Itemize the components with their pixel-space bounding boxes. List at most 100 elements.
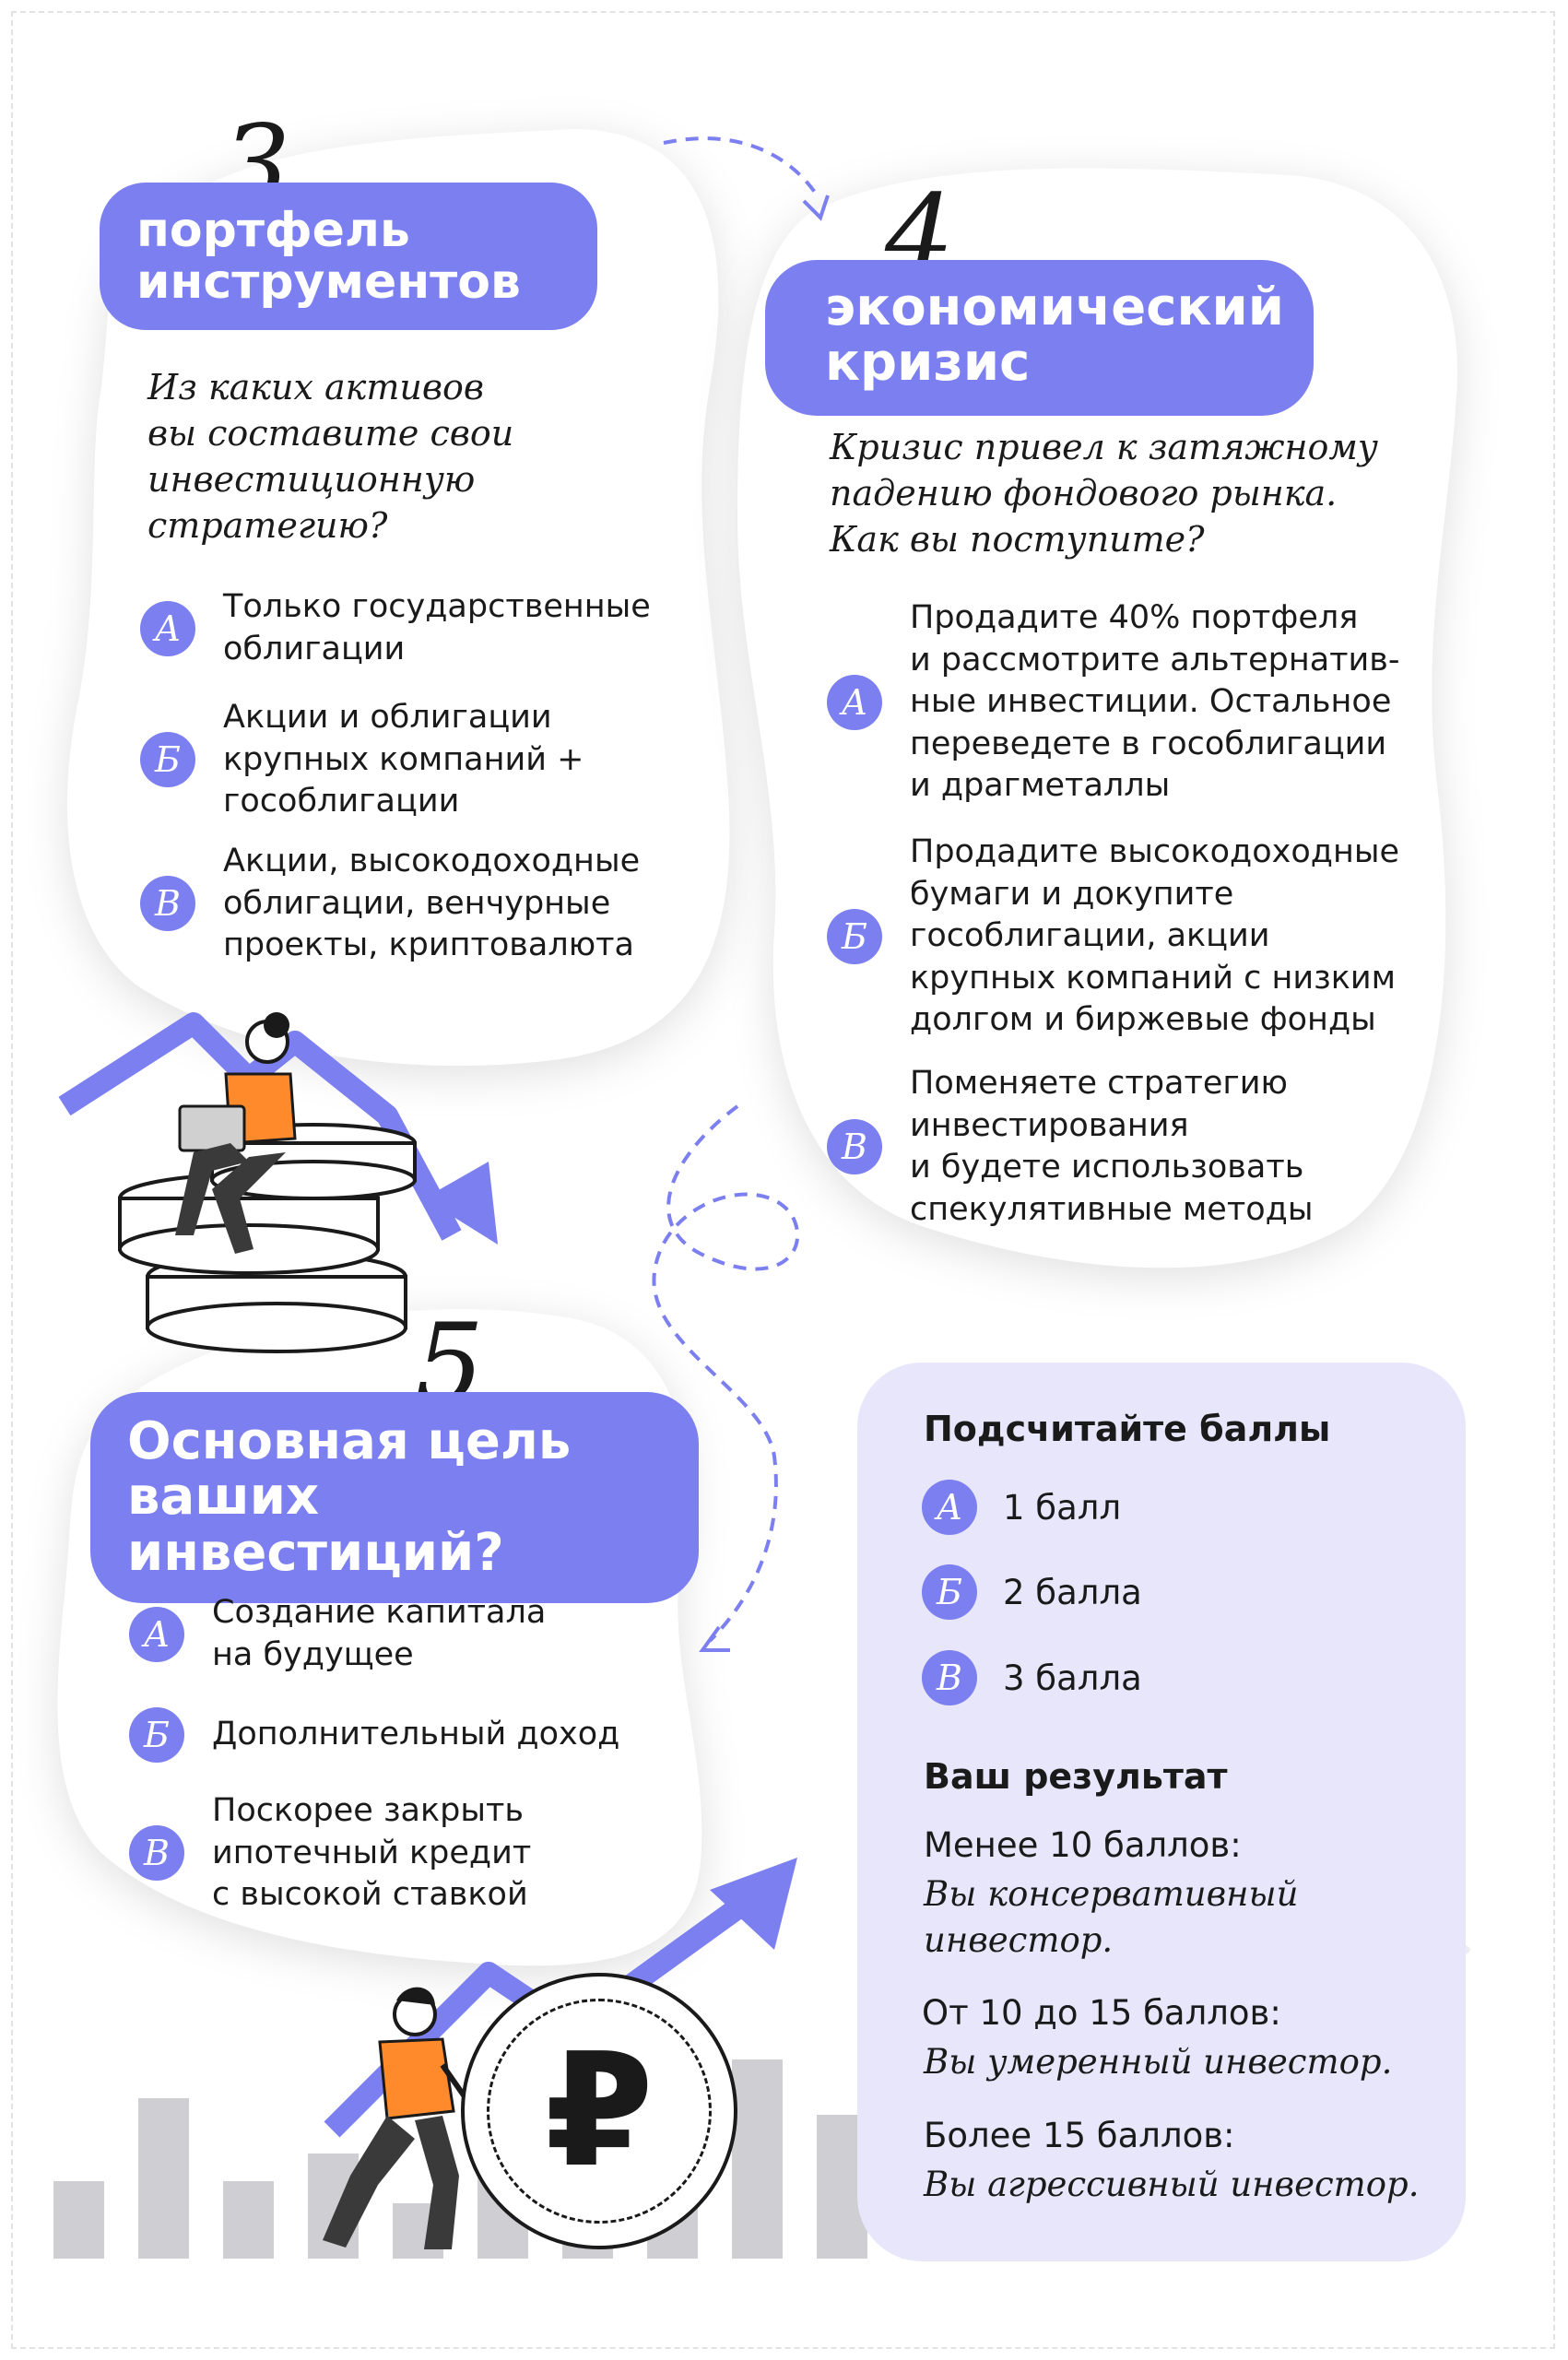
option-badge: В: [922, 1650, 977, 1705]
option-badge: Б: [827, 908, 882, 964]
step3-question-line: стратегию?: [147, 505, 388, 547]
step3-question-line: Из каких активов: [147, 367, 484, 407]
dashed-frame: [11, 11, 1555, 2349]
step3-option-c[interactable]: В Акции, высокодоходные облигации, венчу…: [140, 841, 640, 967]
step3-question: Из каких активов вы составите свои инвес…: [147, 364, 513, 549]
option-line: облигации: [223, 630, 406, 667]
result-note-line: Вы агрессивный инвестор.: [924, 2165, 1420, 2204]
option-line: Создание капитала: [212, 1594, 547, 1631]
woman-illustration: [175, 1012, 297, 1254]
result-range-1: Менее 10 баллов:: [924, 1825, 1242, 1865]
option-line: Поскорее закрыть: [212, 1792, 525, 1829]
option-line: Поменяете стратегию: [910, 1065, 1289, 1102]
ruble-sign: ₽: [544, 2020, 654, 2202]
step3-title-line2: инструментов: [136, 254, 521, 311]
option-line: Акции и облигации: [223, 699, 552, 736]
option-text: Продадите высокодоходные бумаги и докупи…: [910, 832, 1399, 1042]
option-line: гособлигации, акции: [910, 917, 1270, 954]
option-line: и драгметаллы: [910, 767, 1171, 804]
option-text: Дополнительный доход: [212, 1714, 619, 1756]
connector-4-5: [652, 1104, 799, 1643]
option-badge: А: [922, 1480, 977, 1535]
option-text: Только государственные облигации: [223, 586, 651, 670]
score-point-c: В 3 балла: [922, 1650, 1142, 1705]
result-note-line: Вы умеренный инвестор.: [924, 2042, 1393, 2082]
option-text: Акции, высокодоходные облигации, венчурн…: [223, 841, 640, 967]
option-line: Дополнительный доход: [212, 1716, 620, 1753]
step4-option-a[interactable]: А Продадите 40% портфеля и рассмотрите а…: [827, 597, 1400, 808]
option-line: крупных компаний с низким: [910, 959, 1396, 997]
connector-3-4: [663, 136, 818, 195]
step5-title: Основная цель ваших инвестиций?: [90, 1392, 699, 1604]
option-line: с высокой ставкой: [212, 1876, 528, 1913]
score-point-b: Б 2 балла: [922, 1564, 1142, 1620]
step4-title-line2: кризис: [825, 333, 1031, 394]
score-point-text: 1 балл: [1003, 1487, 1122, 1528]
ruble-coin-icon: ₽: [461, 1973, 737, 2249]
step3-option-b[interactable]: Б Акции и облигации крупных компаний + г…: [140, 697, 584, 823]
option-line: гособлигации: [223, 783, 460, 820]
step5-option-b[interactable]: Б Дополнительный доход: [129, 1707, 619, 1763]
option-text: Акции и облигации крупных компаний + гос…: [223, 697, 584, 823]
result-note-line: инвестор.: [924, 1919, 1114, 1960]
result-note-line: Вы консервативный: [924, 1874, 1299, 1914]
step5-option-a[interactable]: А Создание капитала на будущее: [129, 1592, 546, 1676]
option-line: проекты, криптовалюта: [223, 926, 634, 963]
option-line: ные инвестиции. Остальное: [910, 683, 1392, 720]
option-badge: В: [129, 1825, 184, 1882]
option-text: Поскорее закрыть ипотечный кредит с высо…: [212, 1790, 531, 1917]
blob-step4: [737, 168, 1458, 1268]
option-line: на будущее: [212, 1635, 414, 1673]
blob-step3: [66, 129, 730, 1067]
result-note-3: Вы агрессивный инвестор.: [924, 2162, 1420, 2208]
option-line: инвестирования: [910, 1106, 1189, 1144]
result-note-1: Вы консервативный инвестор.: [924, 1871, 1299, 1964]
option-text: Продадите 40% портфеля и рассмотрите аль…: [910, 597, 1400, 808]
result-note-2: Вы умеренный инвестор.: [924, 2039, 1392, 2085]
option-line: и будете использовать: [910, 1149, 1304, 1186]
option-line: спекулятивные методы: [910, 1190, 1314, 1228]
option-badge: А: [140, 600, 195, 656]
step4-option-c[interactable]: В Поменяете стратегию инвестирования и б…: [827, 1063, 1313, 1231]
result-range-2: От 10 до 15 баллов:: [922, 1993, 1281, 2033]
option-line: облигации, венчурные: [223, 884, 611, 922]
option-line: и рассмотрите альтернатив-: [910, 641, 1400, 678]
option-badge: В: [827, 1119, 882, 1174]
score-heading: Подсчитайте баллы: [924, 1409, 1331, 1449]
option-badge: Б: [129, 1707, 184, 1763]
score-point-text: 3 балла: [1003, 1658, 1142, 1698]
step4-question: Кризис привел к затяжному падению фондов…: [830, 424, 1378, 562]
step3-question-line: вы составите свои: [147, 413, 514, 454]
step4-option-b[interactable]: Б Продадите высокодоходные бумаги и доку…: [827, 832, 1399, 1042]
option-badge: Б: [922, 1564, 977, 1620]
option-badge: В: [140, 876, 195, 932]
step5-option-c[interactable]: В Поскорее закрыть ипотечный кредит с вы…: [129, 1790, 531, 1917]
decorative-bar: [223, 2181, 274, 2259]
option-line: крупных компаний +: [223, 740, 584, 778]
option-text: Создание капитала на будущее: [212, 1592, 546, 1676]
step3-title-line1: портфель: [136, 203, 410, 258]
option-line: Продадите высокодоходные: [910, 833, 1400, 870]
option-badge: А: [129, 1606, 184, 1662]
result-heading: Ваш результат: [924, 1756, 1228, 1797]
step5-title-line2: ваших инвестиций?: [127, 1467, 504, 1583]
decorative-bar: [53, 2181, 104, 2259]
pushing-man-illustration: [323, 1987, 477, 2249]
option-badge: Б: [140, 732, 195, 788]
option-line: бумаги и докупите: [910, 875, 1234, 913]
step3-question-line: инвестиционную: [147, 459, 476, 501]
step4-question-line: падению фондового рынка.: [830, 473, 1338, 514]
step4-question-line: Как вы поступите?: [830, 519, 1205, 560]
option-badge: А: [827, 674, 882, 730]
step4-title-line1: экономический: [825, 277, 1284, 337]
option-line: переведете в гособлигации: [910, 725, 1387, 762]
decorative-bar: [138, 2098, 189, 2259]
option-line: Акции, высокодоходные: [223, 843, 641, 879]
step4-question-line: Кризис привел к затяжному: [830, 427, 1378, 467]
option-line: Продадите 40% портфеля: [910, 599, 1359, 636]
step3-option-a[interactable]: А Только государственные облигации: [140, 586, 651, 670]
step4-title: экономический кризис: [765, 260, 1314, 416]
score-point-text: 2 балла: [1003, 1572, 1142, 1612]
result-range-3: Более 15 баллов:: [924, 2116, 1235, 2155]
option-line: Только государственные: [223, 588, 651, 625]
